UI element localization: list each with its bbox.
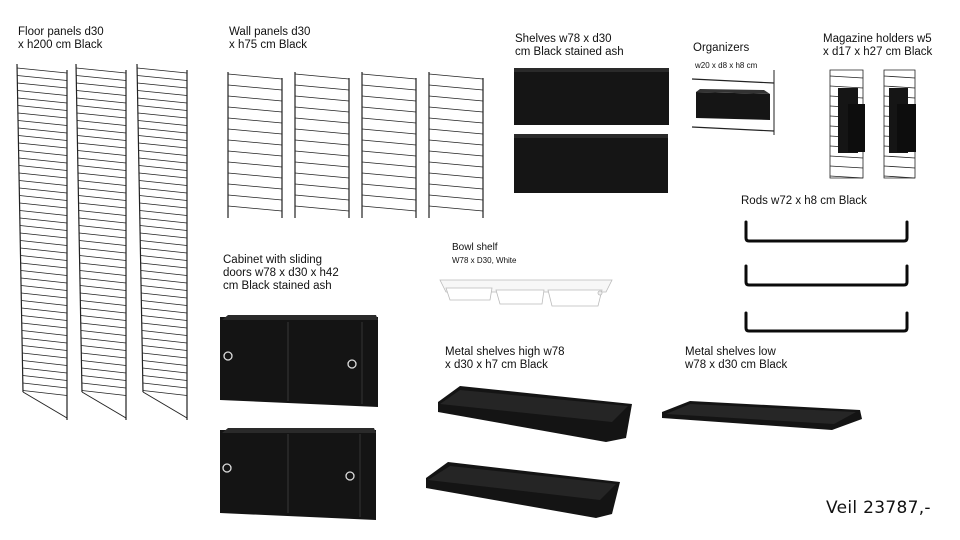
bowl-shelf-label: Bowl shelf <box>452 242 498 253</box>
shelves-label: Shelves w78 x d30 cm Black stained ash <box>515 33 624 58</box>
organizers-label: Organizers <box>693 42 750 54</box>
cabinet-label: Cabinet with sliding doors w78 x d30 x h… <box>223 254 339 292</box>
cabinet-image <box>220 315 378 520</box>
metal-shelves-high-label: Metal shelves high w78 x d30 x h7 cm Bla… <box>445 346 565 371</box>
floor-panels-image <box>16 63 188 420</box>
bowl-shelf-dims-label: W78 x D30, White <box>452 256 517 265</box>
metal-shelves-low-label: Metal shelves low w78 x d30 cm Black <box>685 346 788 371</box>
metal-shelves-high-image <box>426 386 632 518</box>
organizers-dims-label: w20 x d8 x h8 cm <box>695 61 758 70</box>
metal-shelves-low-image <box>662 401 862 430</box>
price-label: Veil 23787,- <box>826 498 931 518</box>
magazine-holders-label: Magazine holders w5 x d17 x h27 cm Black <box>823 33 933 58</box>
rods-image <box>744 220 909 333</box>
wall-panels-image <box>227 72 484 218</box>
floor-panels-label: Floor panels d30 x h200 cm Black <box>18 26 104 51</box>
bowl-shelf-image <box>439 279 613 307</box>
shelves-image <box>514 68 669 193</box>
magazine-holders-image <box>829 69 916 179</box>
organizers-image <box>691 70 775 135</box>
wall-panels-label: Wall panels d30 x h75 cm Black <box>229 26 311 51</box>
rods-label: Rods w72 x h8 cm Black <box>741 195 867 207</box>
